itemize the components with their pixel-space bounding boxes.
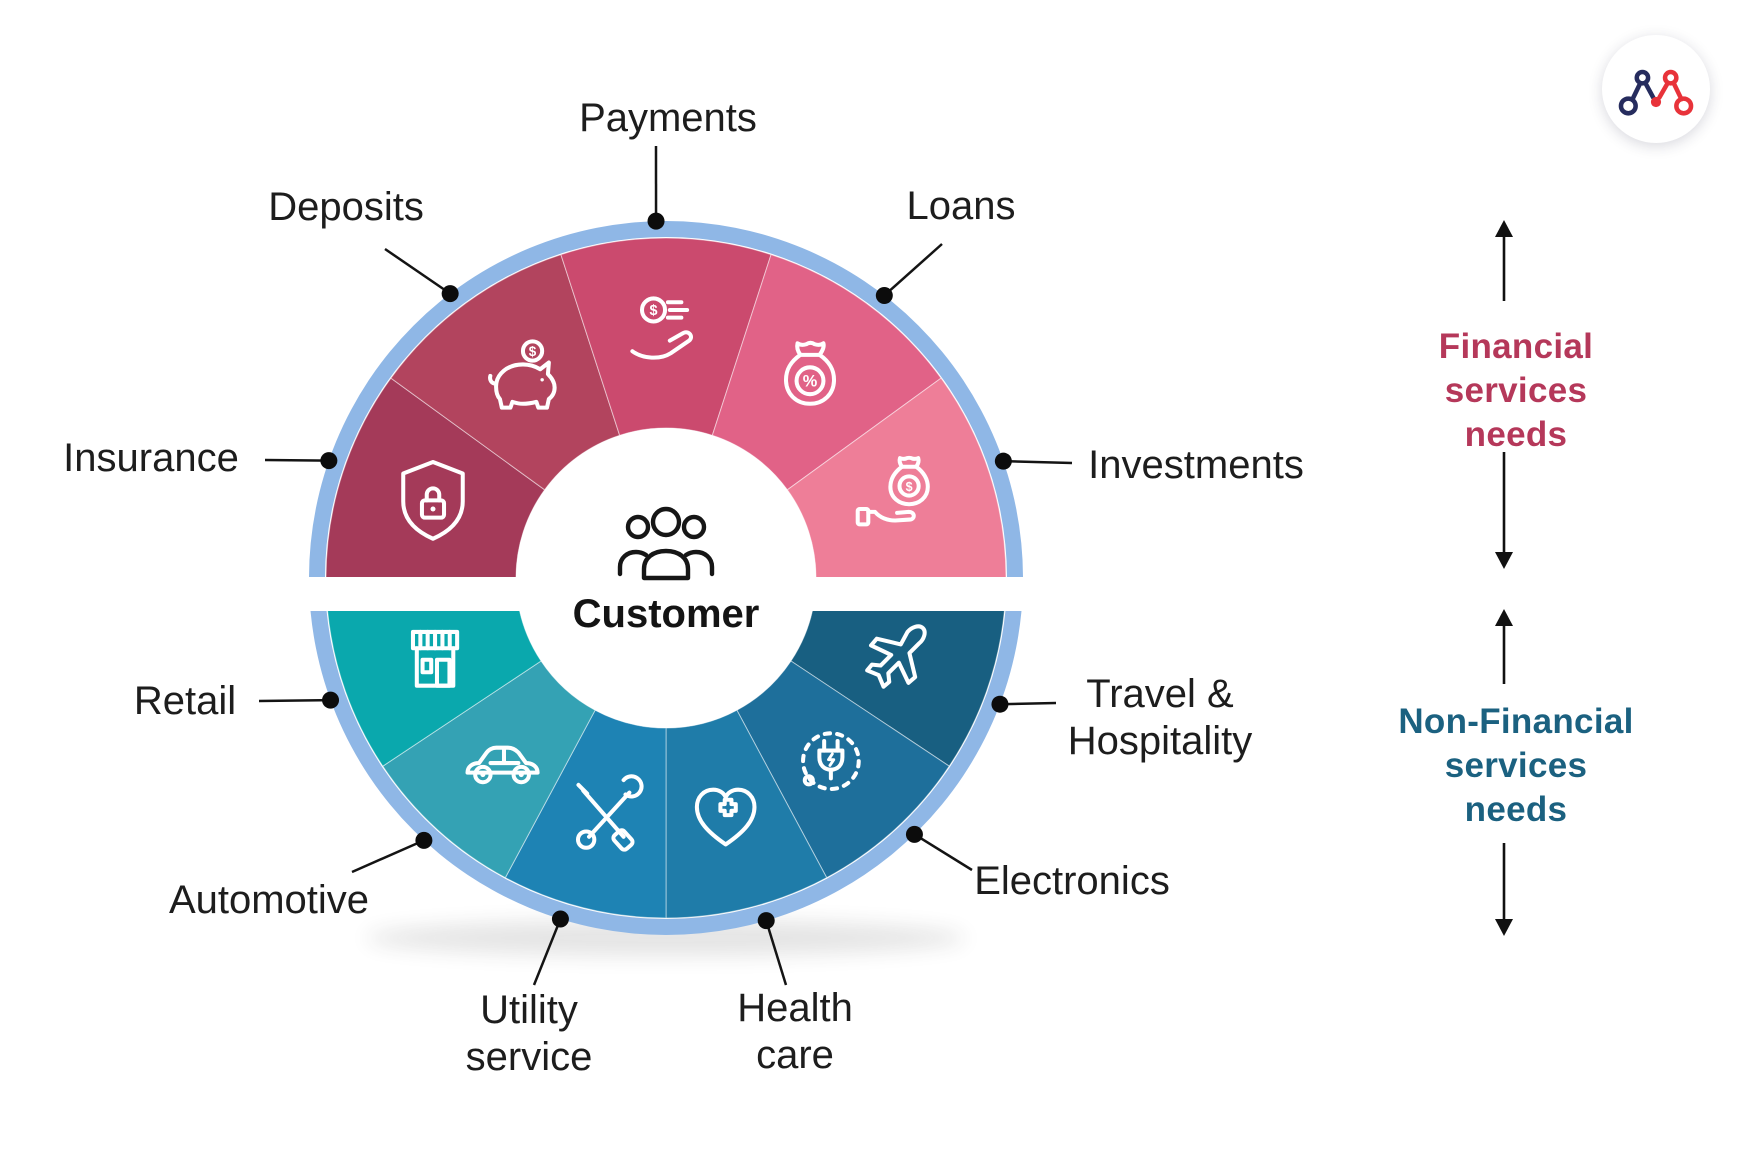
arrow-up-icon (1492, 219, 1516, 306)
connector-dot (994, 452, 1012, 470)
donut-hole (519, 611, 813, 728)
callout-travel: Travel &Hospitality (991, 672, 1252, 763)
callout-payments: Payments (579, 96, 757, 230)
financial-half: $ $% $ (309, 221, 1023, 577)
brand-logo (1602, 35, 1710, 143)
connector-line (765, 920, 788, 986)
label-insurance: Insurance (63, 436, 239, 480)
heart-cross-icon (694, 787, 757, 847)
connector-dot (647, 212, 665, 230)
piggy-bank-icon: $ (488, 339, 557, 410)
svg-text:$: $ (529, 344, 537, 359)
center-label: Customer (573, 592, 760, 636)
label-retail: Retail (134, 679, 236, 723)
hand-coin-icon: $ (630, 296, 693, 360)
airplane-icon (865, 624, 927, 689)
connector-line (999, 701, 1057, 706)
connector-line (1003, 459, 1073, 465)
wheel-shadow (366, 920, 966, 956)
connector-line (384, 247, 451, 295)
connector-dot (441, 285, 459, 303)
connector-dot (322, 691, 340, 709)
connector-line (913, 833, 973, 872)
callout-retail: Retail (134, 679, 340, 723)
hand-money-bag-icon: $ (855, 455, 930, 527)
label-investments: Investments (1088, 443, 1304, 487)
callout-automotive: Automotive (169, 831, 433, 922)
plug-icon (801, 731, 861, 791)
arrow-up-icon (1492, 608, 1516, 689)
svg-text:$: $ (906, 480, 913, 494)
nonfinancial-half (310, 611, 1022, 935)
donut-hole (516, 428, 816, 577)
connector-line (264, 458, 329, 462)
label-automotive: Automotive (169, 878, 369, 922)
storefront-icon (410, 629, 460, 688)
label-electronics: Electronics (974, 859, 1170, 903)
label-loans: Loans (907, 184, 1016, 228)
connector-line (258, 698, 331, 703)
m-mark-logo-icon (1618, 69, 1694, 116)
arrow-down-icon (1492, 452, 1516, 575)
money-bag-percent-icon: % (783, 340, 837, 406)
connector-dot (991, 695, 1009, 713)
shield-lock-icon (401, 459, 465, 541)
people-icon (617, 506, 715, 581)
segment-investments (786, 377, 1007, 577)
connector-line (351, 839, 425, 874)
arrow-down-icon (1492, 843, 1516, 942)
callout-electronics: Electronics (905, 825, 1170, 903)
connector-dot (875, 287, 893, 305)
tools-icon (575, 774, 644, 852)
label-travel: Travel &Hospitality (1068, 672, 1253, 763)
callout-loans: Loans (875, 184, 1016, 305)
callout-insurance: Insurance (63, 436, 338, 480)
connector-dot (905, 825, 923, 843)
logo-navy-part (1618, 69, 1656, 116)
connector-line (883, 243, 943, 297)
svg-text:%: % (803, 373, 818, 391)
connector-line (532, 918, 562, 986)
svg-text:$: $ (650, 303, 658, 319)
connector-dot (757, 912, 775, 930)
label-payments: Payments (579, 96, 757, 140)
financial-title: Financial services needs (1438, 327, 1594, 454)
connector-dot (415, 831, 433, 849)
nonfinancial-title: Non-Financial services needs (1398, 702, 1634, 829)
callout-deposits: Deposits (268, 185, 459, 303)
car-icon (465, 745, 540, 785)
label-deposits: Deposits (268, 185, 424, 229)
connector-dot (551, 910, 569, 928)
logo-red-part (1650, 69, 1694, 116)
connector-dot (320, 452, 338, 470)
callout-investments: Investments (994, 443, 1304, 487)
